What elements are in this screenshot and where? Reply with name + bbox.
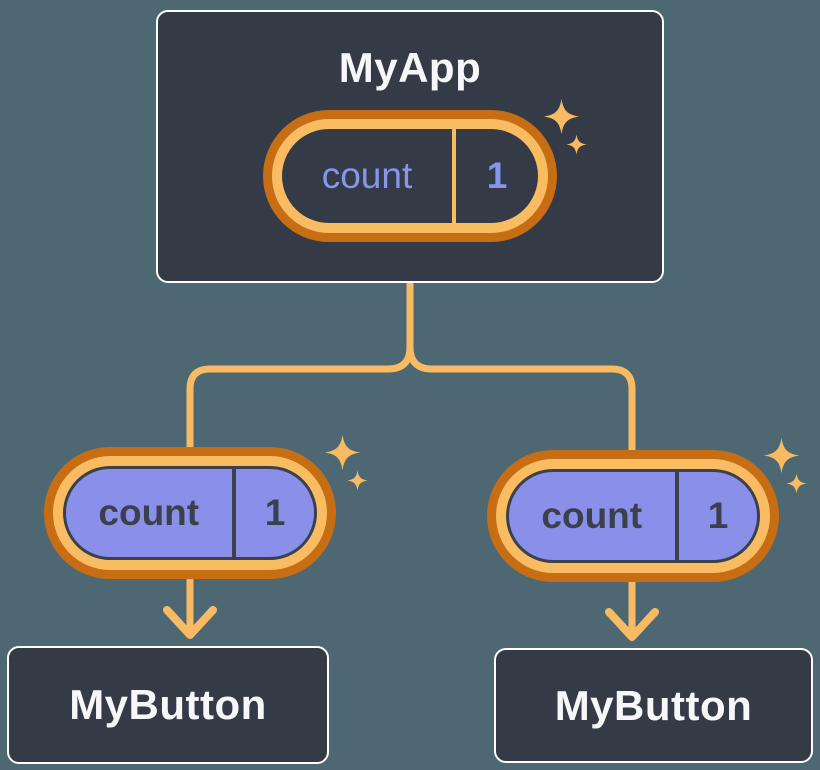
prop-pill-left: count 1 xyxy=(44,447,336,579)
branch-right-line xyxy=(406,279,636,637)
node-myapp-title: MyApp xyxy=(338,44,482,91)
state-pill-root: count 1 xyxy=(263,110,557,242)
node-mybutton-title: MyButton xyxy=(554,681,753,729)
node-mybutton-right: MyButton xyxy=(494,648,813,763)
prop-name: count xyxy=(541,495,643,536)
pill-divider xyxy=(674,472,679,560)
prop-pill-ring: count 1 xyxy=(496,459,770,573)
state-name: count xyxy=(321,155,413,196)
sparkle-icon xyxy=(324,434,368,491)
pill-divider xyxy=(452,129,456,223)
sparkle-icon xyxy=(763,437,807,494)
prop-value: 1 xyxy=(707,495,729,536)
prop-value: 1 xyxy=(264,492,286,533)
arrow-right-icon xyxy=(605,608,659,641)
prop-pill-ring: count 1 xyxy=(53,456,327,570)
prop-pill-right: count 1 xyxy=(487,450,779,582)
pill-divider xyxy=(231,469,236,557)
arrow-left-icon xyxy=(163,606,217,639)
node-mybutton-left: MyButton xyxy=(7,646,329,764)
state-pill-ring: count 1 xyxy=(272,119,548,233)
state-value: 1 xyxy=(486,155,508,196)
sparkle-icon xyxy=(543,98,587,155)
node-mybutton-title: MyButton xyxy=(69,681,267,728)
prop-name: count xyxy=(98,492,200,533)
